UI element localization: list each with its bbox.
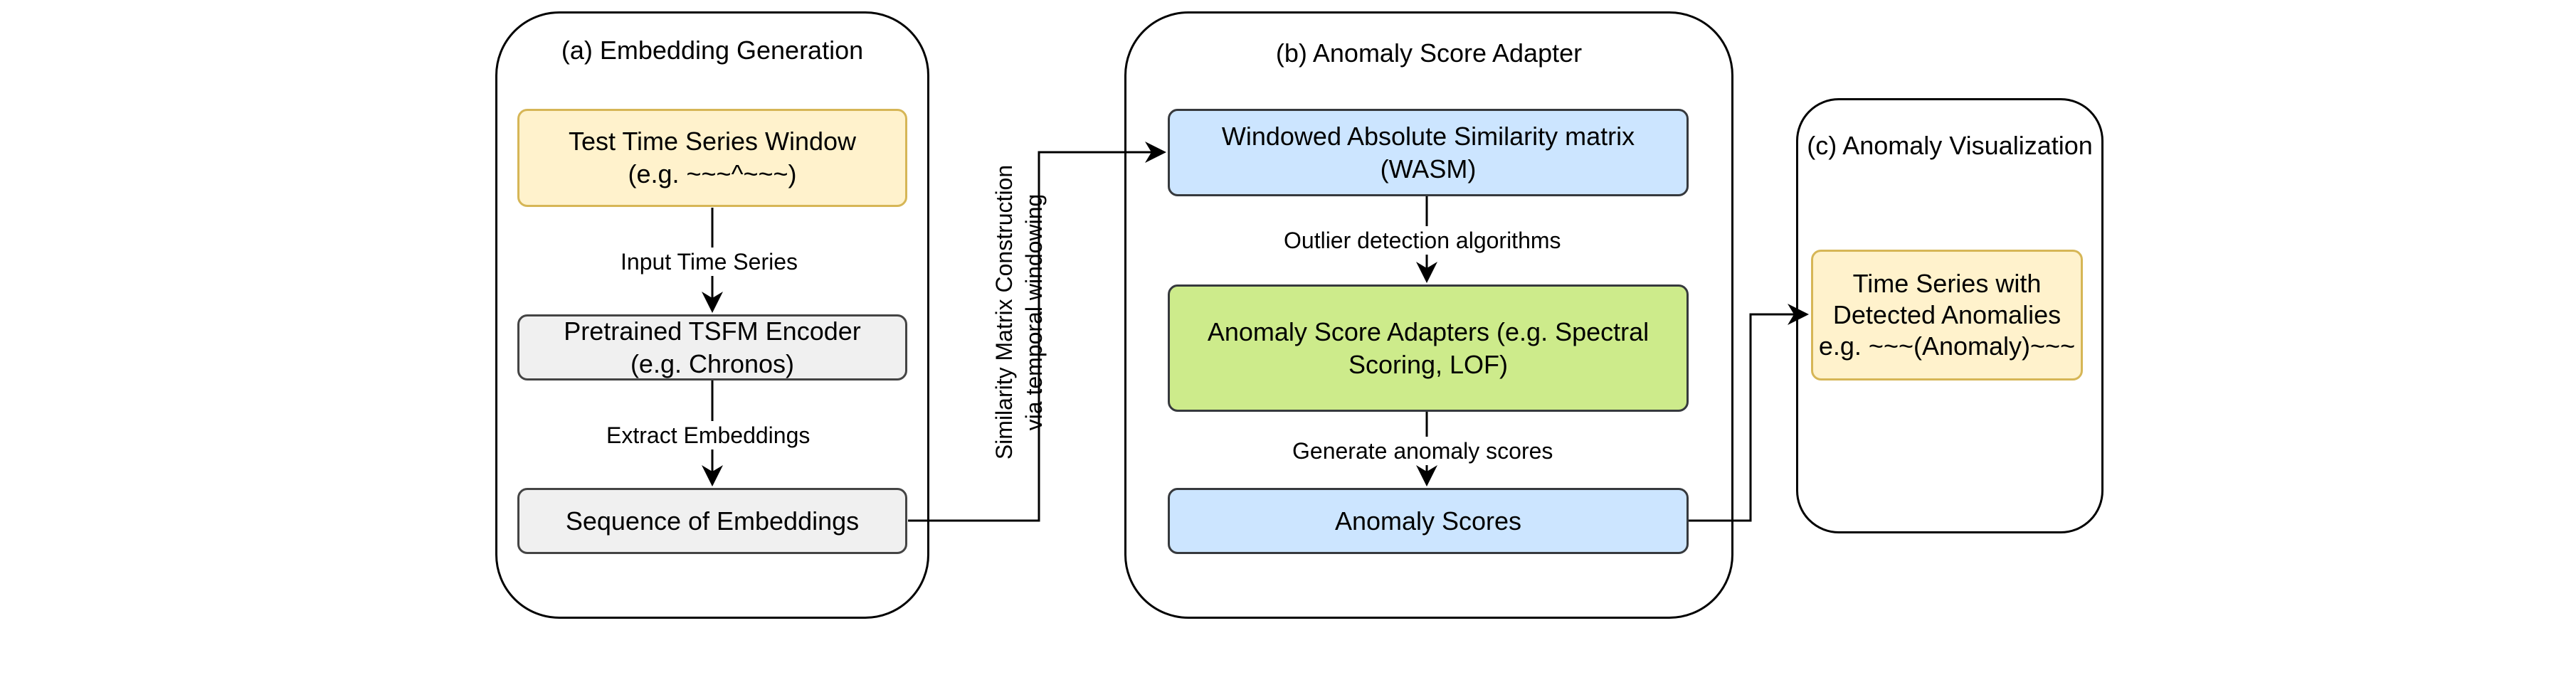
node-adapters-line1: Anomaly Score Adapters (e.g. Spectral (1207, 316, 1649, 346)
edge-label-generate-scores: Generate anomaly scores (1288, 437, 1558, 465)
edge-label-input-time-series: Input Time Series (616, 248, 802, 276)
node-embeddings-line1: Sequence of Embeddings (565, 506, 860, 536)
edge-label-extract-embeddings: Extract Embeddings (602, 421, 815, 449)
node-visual-line1: Time Series with (1852, 269, 2042, 298)
node-anomaly-scores: Anomaly Scores (1168, 488, 1689, 554)
node-encoder-line1: Pretrained TSFM Encoder (564, 316, 861, 346)
node-test-window-line2: (e.g. ~~~^~~~) (628, 159, 797, 188)
node-time-series-detected-anomalies: Time Series with Detected Anomalies e.g.… (1811, 250, 2083, 381)
similarity-label-line2: via temporal windowing (1021, 193, 1047, 431)
node-test-time-series-window: Test Time Series Window (e.g. ~~~^~~~) (517, 109, 907, 207)
edge-embeddings-to-wasm (908, 142, 1166, 522)
node-visual-line3: e.g. ~~~(Anomaly)~~~ (1818, 331, 2076, 361)
node-encoder-line2: (e.g. Chronos) (630, 348, 795, 378)
node-sequence-of-embeddings: Sequence of Embeddings (517, 488, 907, 554)
edge-scores-to-visual (1688, 304, 1809, 522)
node-visual-line2: Detected Anomalies (1832, 300, 2062, 329)
node-pretrained-encoder: Pretrained TSFM Encoder (e.g. Chronos) (517, 314, 907, 381)
panel-c-title: (c) Anomaly Visualization (1807, 131, 2093, 160)
edge-label-outlier-detection: Outlier detection algorithms (1279, 226, 1566, 255)
node-wasm-line1: Windowed Absolute Similarity matrix (1221, 121, 1635, 151)
node-test-window-line1: Test Time Series Window (568, 127, 857, 156)
node-wasm: Windowed Absolute Similarity matrix (WAS… (1168, 109, 1689, 196)
panel-a-title: (a) Embedding Generation (561, 36, 864, 65)
panel-b-title: (b) Anomaly Score Adapter (1275, 38, 1583, 68)
node-scores-line1: Anomaly Scores (1334, 506, 1522, 536)
similarity-label-line1: Similarity Matrix Construction (991, 164, 1017, 460)
node-wasm-line2: (WASM) (1380, 154, 1477, 183)
edge-label-similarity-matrix: Similarity Matrix Construction via tempo… (989, 149, 1049, 476)
node-adapters-line2: Scoring, LOF) (1348, 349, 1509, 379)
node-anomaly-score-adapters: Anomaly Score Adapters (e.g. Spectral Sc… (1168, 284, 1689, 412)
